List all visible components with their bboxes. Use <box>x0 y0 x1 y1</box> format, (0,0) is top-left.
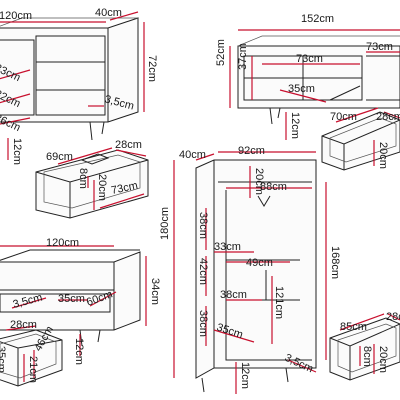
tv-stand-compartment-b-label: 73cm <box>366 41 393 53</box>
coffee-drawer-x-label: 35cm <box>0 346 7 373</box>
dresser-drawer-width-label: 28cm <box>115 139 142 151</box>
wardrobe-shelf-2-label: 42cm <box>197 258 209 285</box>
tv-stand-compartment-a-label: 73cm <box>296 53 323 65</box>
tv-drawer-width-label: 28cm <box>376 111 400 123</box>
coffee-table-plinth-label: 12cm <box>73 338 85 365</box>
dresser-drawer-inner-height-label: 20cm <box>96 174 108 201</box>
wardrobe-plinth-label: 12cm <box>239 362 251 389</box>
coffee-table-height-label: 34cm <box>149 278 161 305</box>
tv-stand <box>229 29 400 140</box>
coffee-table <box>0 245 147 356</box>
tv-stand-width-label: 152cm <box>301 13 334 25</box>
wardrobe-drawer-depth-label: 28cm <box>386 311 400 323</box>
wardrobe-drawer-height-label: 8cm <box>361 346 373 367</box>
dresser-drawer-inner-width-label: 73cm <box>110 180 139 197</box>
wardrobe-side-depth-label: 38cm <box>220 289 247 301</box>
dresser-drawer-depth-label: 69cm <box>46 151 73 163</box>
wardrobe-inner-height-label: 121cm <box>273 286 285 319</box>
dresser <box>0 11 145 160</box>
coffee-table-drawer <box>0 325 63 387</box>
tv-stand-shelf-label: 35cm <box>288 83 315 95</box>
wardrobe-shelf-3-label: 38cm <box>197 310 209 337</box>
wardrobe-inner-total-height-label: 168cm <box>329 246 341 279</box>
wardrobe-inner-width-label: 49cm <box>246 257 273 269</box>
wardrobe-width-label: 92cm <box>238 145 265 157</box>
dresser-drawer-height-label: 8cm <box>77 168 89 189</box>
tv-stand-inner-height-label: 37cm <box>237 43 249 70</box>
coffee-table-width-label: 120cm <box>46 237 79 249</box>
coffee-drawer-width-label: 28cm <box>10 319 37 331</box>
tv-drawer-depth-label: 70cm <box>330 111 357 123</box>
dresser-plinth-label: 12cm <box>11 138 23 165</box>
wardrobe-inner-depth-label: 33cm <box>214 241 241 253</box>
tv-drawer-height-label: 20cm <box>377 142 389 169</box>
wardrobe-drawer-width-label: 85cm <box>340 321 367 333</box>
wardrobe-drawer <box>329 313 400 381</box>
dresser-width-label: 120cm <box>0 10 32 22</box>
coffee-table-drawer-depth-label: 35cm <box>58 293 85 305</box>
wardrobe-rail-label: 88cm <box>260 181 287 193</box>
wardrobe-total-height-label: 180cm <box>159 207 171 240</box>
wardrobe-depth-label: 40cm <box>179 149 206 161</box>
tv-stand-height-label: 52cm <box>215 39 227 66</box>
dresser-drawer <box>35 147 149 219</box>
tv-stand-plinth-label: 12cm <box>289 112 301 139</box>
wardrobe-top-label: 20cm <box>253 168 265 195</box>
wardrobe-shelf-1-label: 38cm <box>197 212 209 239</box>
coffee-drawer-height-label: 21cm <box>27 356 39 383</box>
tv-drawer <box>321 107 400 171</box>
dresser-depth-label: 40cm <box>95 7 122 19</box>
wardrobe-drawer-inner-label: 20cm <box>377 346 389 373</box>
wardrobe <box>173 151 327 394</box>
dresser-height-label: 72cm <box>146 55 158 82</box>
